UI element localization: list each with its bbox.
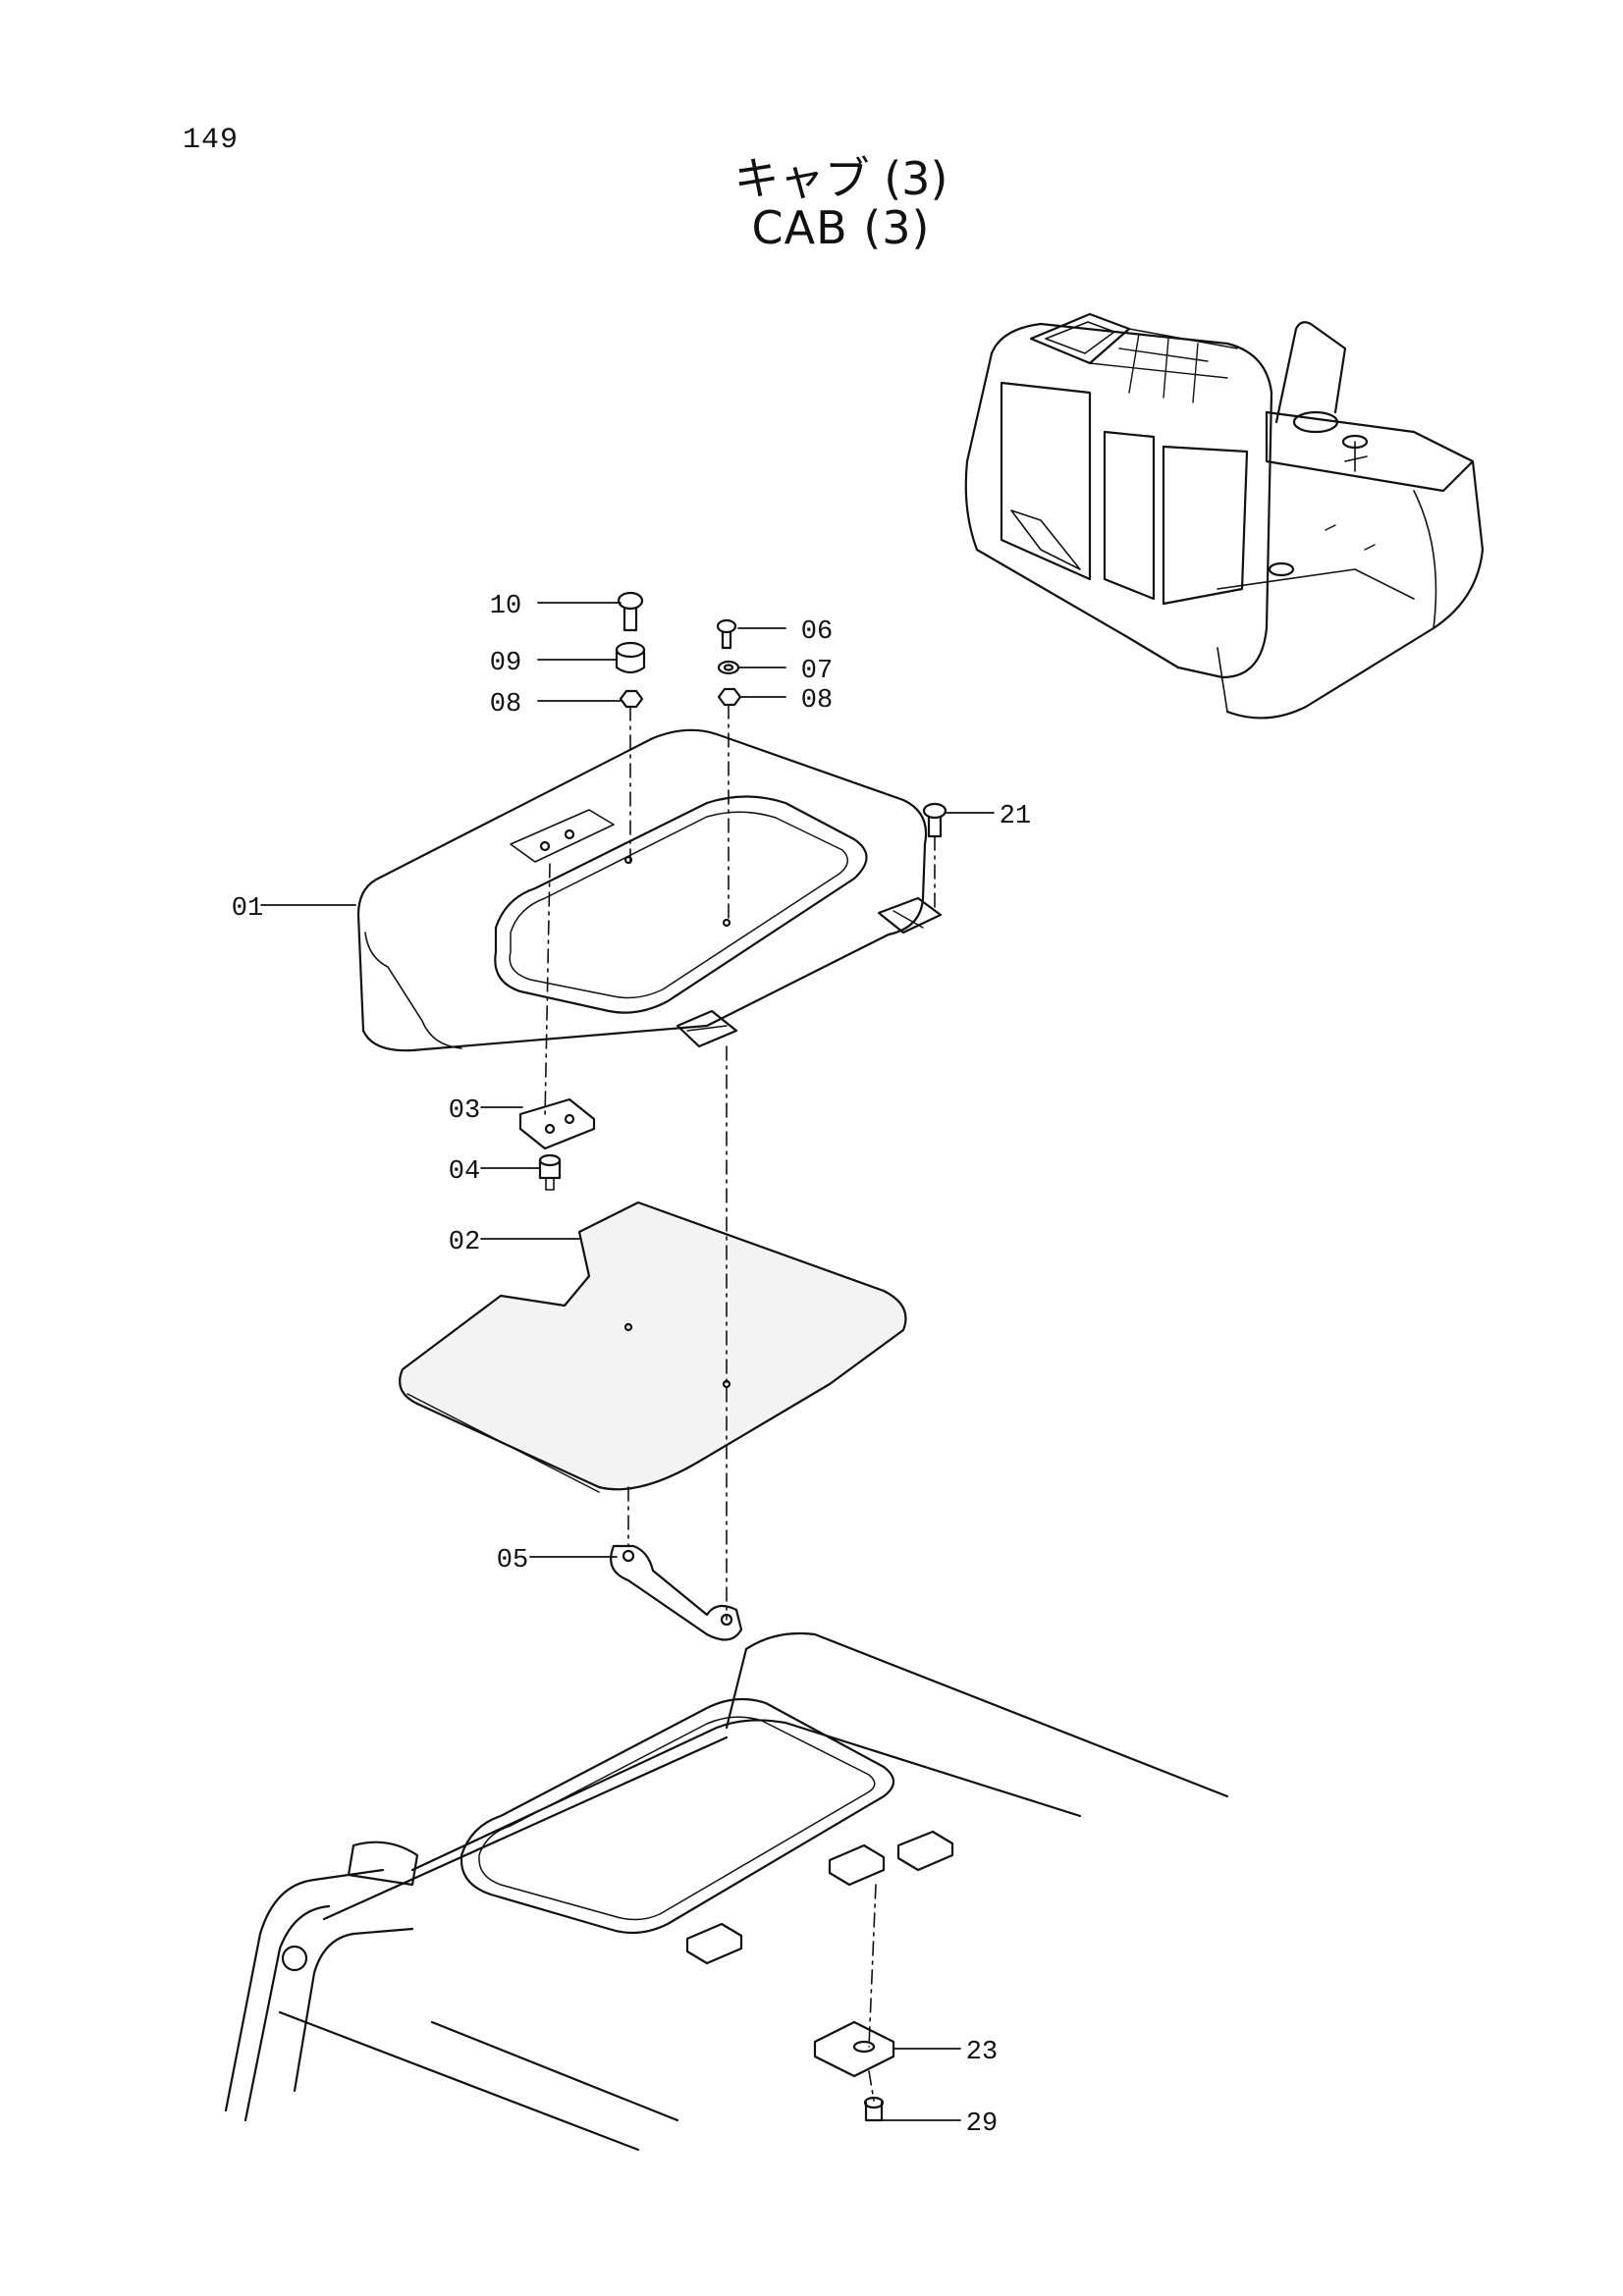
part-washer-07 <box>717 660 740 675</box>
callout-03: 03 <box>449 1096 480 1126</box>
part-nut-08-right <box>717 687 742 707</box>
part-screw-06 <box>716 618 737 650</box>
part-bolt-21 <box>922 802 947 838</box>
title-japanese: キャブ (3) <box>733 152 948 205</box>
excavator-overview-illustration <box>964 312 1485 720</box>
leader-lines <box>260 602 995 2121</box>
part-bolt-04 <box>538 1153 562 1191</box>
part-screw-29 <box>863 2096 885 2122</box>
part-mat-02 <box>399 1201 907 1493</box>
cab-shell-illustration <box>224 1631 1229 2152</box>
callout-23: 23 <box>966 2038 998 2067</box>
title-english: CAB (3) <box>751 201 931 254</box>
callout-29: 29 <box>966 2109 998 2139</box>
callout-04: 04 <box>449 1157 480 1187</box>
callout-09: 09 <box>490 649 521 678</box>
callout-02: 02 <box>449 1228 480 1257</box>
assembly-centerlines <box>544 704 936 2102</box>
callout-05: 05 <box>497 1546 528 1575</box>
page-number: 149 <box>183 124 240 157</box>
part-handle-05 <box>610 1544 743 1641</box>
part-spacer-09 <box>615 641 646 674</box>
callout-10: 10 <box>490 592 521 621</box>
callout-labels: 10 09 08 06 07 08 01 21 03 04 02 05 23 2… <box>232 592 1031 2139</box>
callout-01: 01 <box>232 894 263 924</box>
part-nut-08-left <box>619 689 644 709</box>
callout-21: 21 <box>1000 802 1031 831</box>
part-bolt-10 <box>617 591 644 632</box>
callout-06: 06 <box>801 617 833 647</box>
part-bracket-03 <box>518 1097 596 1150</box>
callout-07: 07 <box>801 657 833 686</box>
part-plate-23 <box>813 2020 895 2078</box>
part-panel-01 <box>356 728 943 1052</box>
callout-08-right: 08 <box>801 686 833 716</box>
callout-08-left: 08 <box>490 690 521 720</box>
